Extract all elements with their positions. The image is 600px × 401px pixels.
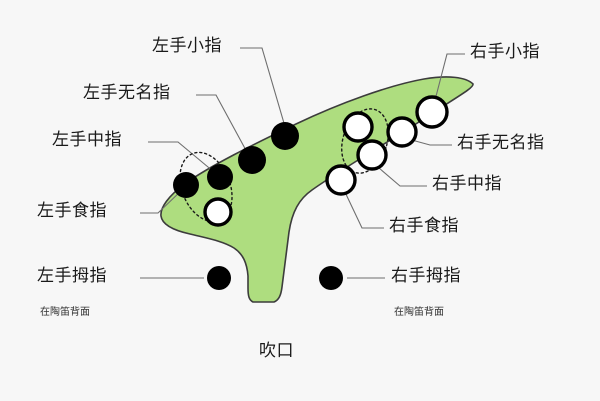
- right-index-hole[interactable]: [325, 164, 357, 196]
- label-right-ring: 右手无名指: [457, 133, 545, 153]
- label-right-pinky: 右手小指: [470, 42, 540, 62]
- label-mouthpiece: 吹口: [259, 341, 294, 361]
- label-left-thumb-note: 在陶笛背面: [40, 307, 90, 318]
- label-left-index: 左手食指: [37, 201, 107, 221]
- right-ring-hole[interactable]: [342, 111, 374, 143]
- left-middle-hole[interactable]: [207, 164, 233, 190]
- leader-left-ring: [196, 94, 249, 155]
- right-middle-hole[interactable]: [356, 139, 388, 171]
- leader-right-middle: [371, 161, 427, 187]
- right-pinky-hole[interactable]: [415, 95, 449, 129]
- label-right-index: 右手食指: [389, 216, 459, 236]
- right-upper-hole[interactable]: [386, 116, 418, 148]
- finger-holes: [173, 95, 449, 290]
- left-ring-hole[interactable]: [238, 146, 266, 174]
- label-right-middle: 右手中指: [432, 174, 502, 194]
- leader-left-middle: [148, 141, 215, 173]
- left-index-hole[interactable]: [173, 172, 199, 198]
- label-left-middle: 左手中指: [52, 130, 122, 150]
- leader-lines: [140, 47, 465, 279]
- leader-right-ring: [407, 138, 452, 146]
- leader-right-pinky: [433, 53, 465, 105]
- label-right-thumb-note: 在陶笛背面: [394, 307, 444, 318]
- right-thumb-hole[interactable]: [319, 266, 343, 290]
- leader-left-pinky: [240, 47, 287, 131]
- left-open-hole[interactable]: [203, 197, 233, 227]
- label-right-thumb: 右手拇指: [391, 266, 461, 286]
- left-thumb-hole[interactable]: [207, 266, 231, 290]
- label-left-ring: 左手无名指: [83, 83, 171, 103]
- label-left-pinky: 左手小指: [152, 36, 222, 56]
- leader-right-index: [343, 189, 384, 229]
- left-pinky-hole[interactable]: [271, 122, 299, 150]
- leader-left-index: [140, 189, 183, 214]
- label-left-thumb: 左手拇指: [37, 266, 107, 286]
